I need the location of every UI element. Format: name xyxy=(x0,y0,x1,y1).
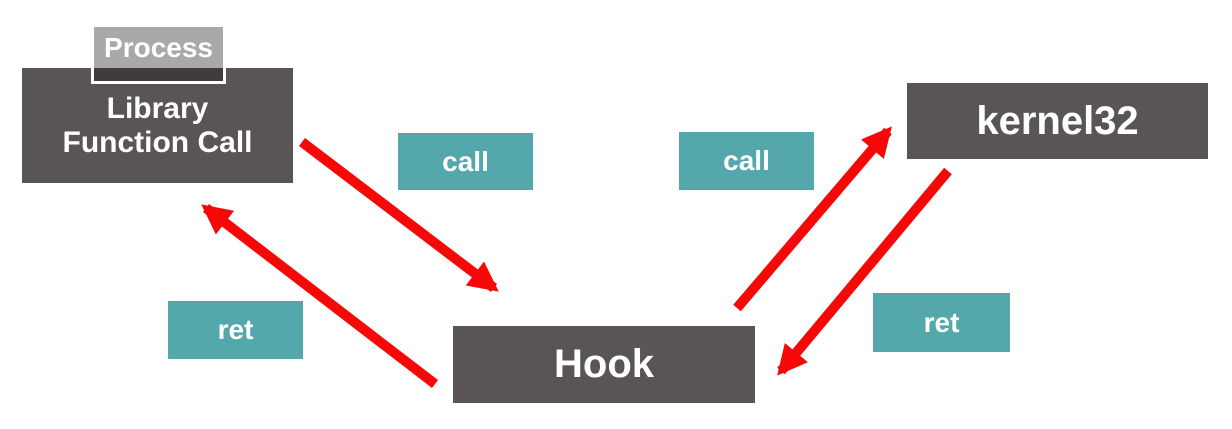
node-hook-label: Hook xyxy=(554,342,654,386)
edge-label-call-right-text: call xyxy=(723,145,770,176)
edge-label-call-right: call xyxy=(679,132,814,190)
edge-label-ret-right: ret xyxy=(873,293,1010,352)
edge-label-ret-left-text: ret xyxy=(217,314,254,345)
node-process-label: Process xyxy=(104,31,213,63)
node-hook: Hook xyxy=(453,326,755,403)
node-library-function-call: Library Function Call xyxy=(22,68,293,183)
edge-label-ret-right-text: ret xyxy=(923,306,960,338)
arrow-call-hook-to-kernel32 xyxy=(733,126,892,312)
edge-label-ret-left: ret xyxy=(168,301,303,359)
arrow-ret-hook-to-library xyxy=(201,204,439,388)
edge-label-call-left-text: call xyxy=(442,145,489,177)
node-kernel32-label: kernel32 xyxy=(976,98,1139,143)
arrow-ret-kernel32-to-hook xyxy=(777,167,952,376)
node-library-label-line2: Function Call xyxy=(62,125,253,159)
node-process: Process xyxy=(91,24,226,84)
node-library-label-line1: Library xyxy=(106,91,209,125)
node-kernel32: kernel32 xyxy=(907,83,1208,159)
edge-label-call-left: call xyxy=(398,133,533,190)
arrow-call-library-to-hook xyxy=(298,138,499,292)
